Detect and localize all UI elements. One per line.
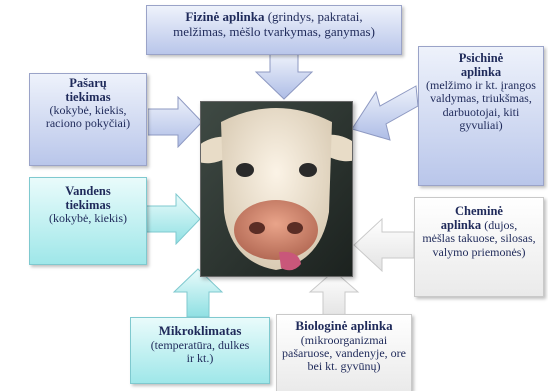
- psichine-detail: (melžimo ir kt. įrangos valdymas, triukš…: [423, 79, 539, 133]
- cow-face-image: [201, 102, 352, 276]
- vandens-detail: (kokybė, kiekis): [34, 212, 142, 225]
- pasaru-detail: (kokybė, kiekis, raciono pokyčiai): [34, 104, 142, 131]
- fizine-title: Fizinė aplinka: [185, 9, 264, 24]
- psichine-title-1: Psichinė: [423, 51, 539, 65]
- box-psichine-aplinka: Psichinė aplinka (melžimo ir kt. įrangos…: [418, 46, 544, 186]
- vandens-title-2: tiekimas: [34, 198, 142, 212]
- box-fizine-aplinka: Fizinė aplinka (grindys, pakratai, melži…: [146, 5, 402, 55]
- fizine-detail-1: (grindys, pakratai,: [268, 9, 363, 24]
- box-chemine-aplinka: Cheminė aplinka (dujos, mėšlas takuose, …: [414, 197, 544, 297]
- vandens-title-1: Vandens: [34, 184, 142, 198]
- box-pasaru-tiekimas: Pašarų tiekimas (kokybė, kiekis, raciono…: [29, 73, 147, 166]
- biologine-title: Biologinė aplinka: [281, 319, 407, 334]
- chemine-detail-2: mėšlas takuose, silosas, valymo priemonė…: [419, 232, 539, 259]
- arrow-left-bottom: [146, 193, 202, 245]
- biologine-detail: (mikroorganizmai pašaruose, vandenyje, o…: [281, 334, 407, 374]
- chemine-title-1: Cheminė: [419, 204, 539, 218]
- box-vandens-tiekimas: Vandens tiekimas (kokybė, kiekis): [29, 177, 147, 265]
- box-mikroklimatas: Mikroklimatas (temperatūra, dulkes ir kt…: [130, 317, 270, 384]
- mikroklimatas-detail: (temperatūra, dulkes ir kt.): [135, 339, 265, 366]
- arrow-right-bottom: [352, 218, 416, 272]
- fizine-detail-2: melžimas, mėšlo tvarkymas, ganymas): [173, 24, 375, 39]
- mikroklimatas-title: Mikroklimatas: [135, 324, 265, 339]
- arrow-bottom-right-up: [308, 270, 360, 318]
- pasaru-title-1: Pašarų: [34, 76, 142, 90]
- pasaru-title-2: tiekimas: [34, 90, 142, 104]
- arrow-left-top: [148, 96, 204, 148]
- chemine-detail-1: (dujos,: [484, 218, 517, 232]
- cow-photo: [200, 101, 353, 277]
- psichine-title-2: aplinka: [423, 65, 539, 79]
- arrow-top-down: [254, 54, 314, 100]
- box-biologine-aplinka: Biologinė aplinka (mikroorganizmai pašar…: [276, 314, 412, 391]
- chemine-title-2: aplinka: [441, 218, 481, 232]
- arrow-right-top: [350, 84, 420, 144]
